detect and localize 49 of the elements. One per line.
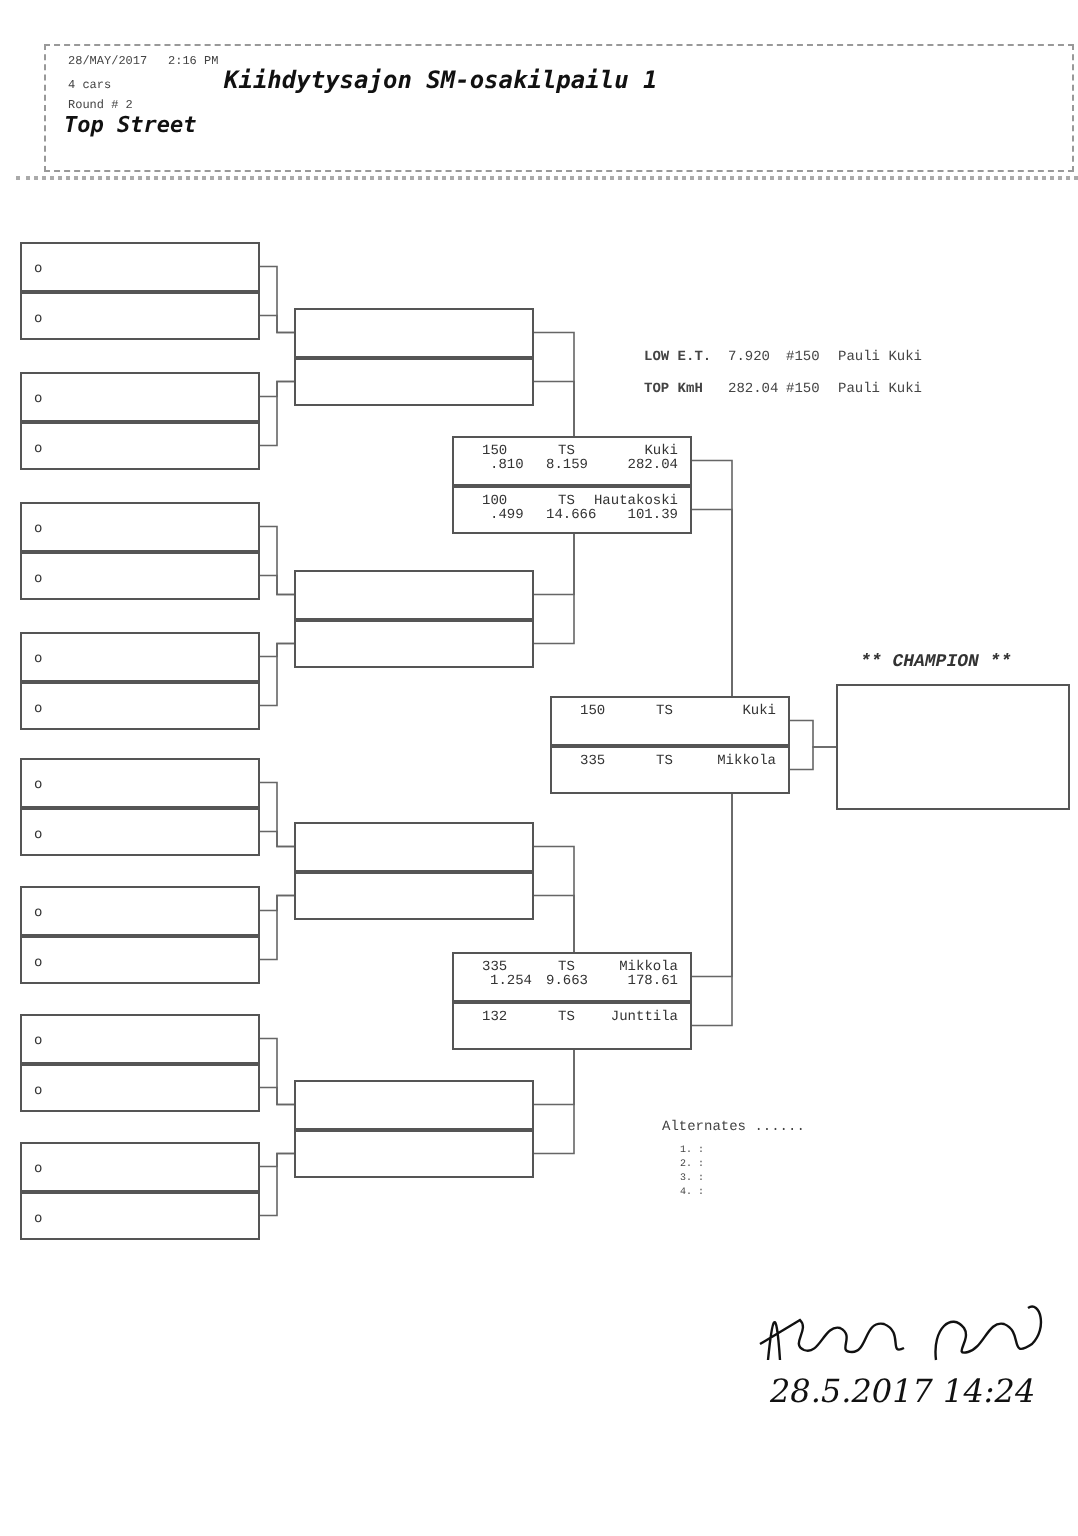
bracket-slot — [20, 291, 260, 340]
bracket-slot — [20, 758, 260, 807]
champion-heading: ** CHAMPION ** — [860, 652, 1012, 672]
bracket-line — [259, 830, 295, 848]
bracket-line — [533, 380, 575, 437]
bracket-slot — [294, 822, 534, 871]
bracket-line — [533, 1049, 575, 1155]
bracket-slot — [294, 357, 534, 406]
bracket-line — [691, 508, 733, 697]
bracket-slot — [550, 696, 790, 745]
bracket-slot — [452, 485, 692, 534]
bracket-slot — [20, 242, 260, 291]
bracket-slot — [294, 570, 534, 619]
bracket-slot — [294, 1080, 534, 1129]
bracket-line — [533, 533, 575, 645]
bracket-slot — [294, 308, 534, 357]
bracket-line — [259, 642, 295, 707]
bracket-slot — [20, 1191, 260, 1240]
bracket-slot — [550, 745, 790, 794]
title: Kiihdytysajon SM-osakilpailu 1 — [224, 66, 658, 94]
bracket-slot — [452, 436, 692, 485]
bracket-slot — [20, 1014, 260, 1063]
bracket-line — [691, 793, 733, 1027]
bracket-slot — [20, 1142, 260, 1191]
handwritten-date: 28.5.2017 14:24 — [770, 1372, 1036, 1410]
bracket-line — [259, 574, 295, 596]
bracket-slot — [20, 551, 260, 600]
bracket-slot — [20, 421, 260, 470]
bracket-line — [259, 1152, 295, 1217]
bracket-slot — [20, 935, 260, 984]
bracket-line — [259, 894, 295, 961]
bracket-slot — [20, 632, 260, 681]
class-name: Top Street — [64, 112, 197, 138]
bracket-slot — [20, 681, 260, 730]
bracket-line — [259, 1086, 295, 1106]
bracket-line — [259, 380, 295, 447]
bracket-line — [533, 894, 575, 953]
bracket-line — [259, 314, 295, 334]
bracket-slot — [294, 871, 534, 920]
bracket-slot — [294, 619, 534, 668]
bracket-slot — [20, 807, 260, 856]
bracket-slot — [452, 1001, 692, 1050]
bracket-slot — [20, 1063, 260, 1112]
bracket-slot — [294, 1129, 534, 1178]
bracket-slot — [20, 502, 260, 551]
bracket-slot — [20, 372, 260, 421]
bracket-slot — [20, 886, 260, 935]
bracket-line — [789, 746, 837, 771]
bracket-slot — [452, 952, 692, 1001]
